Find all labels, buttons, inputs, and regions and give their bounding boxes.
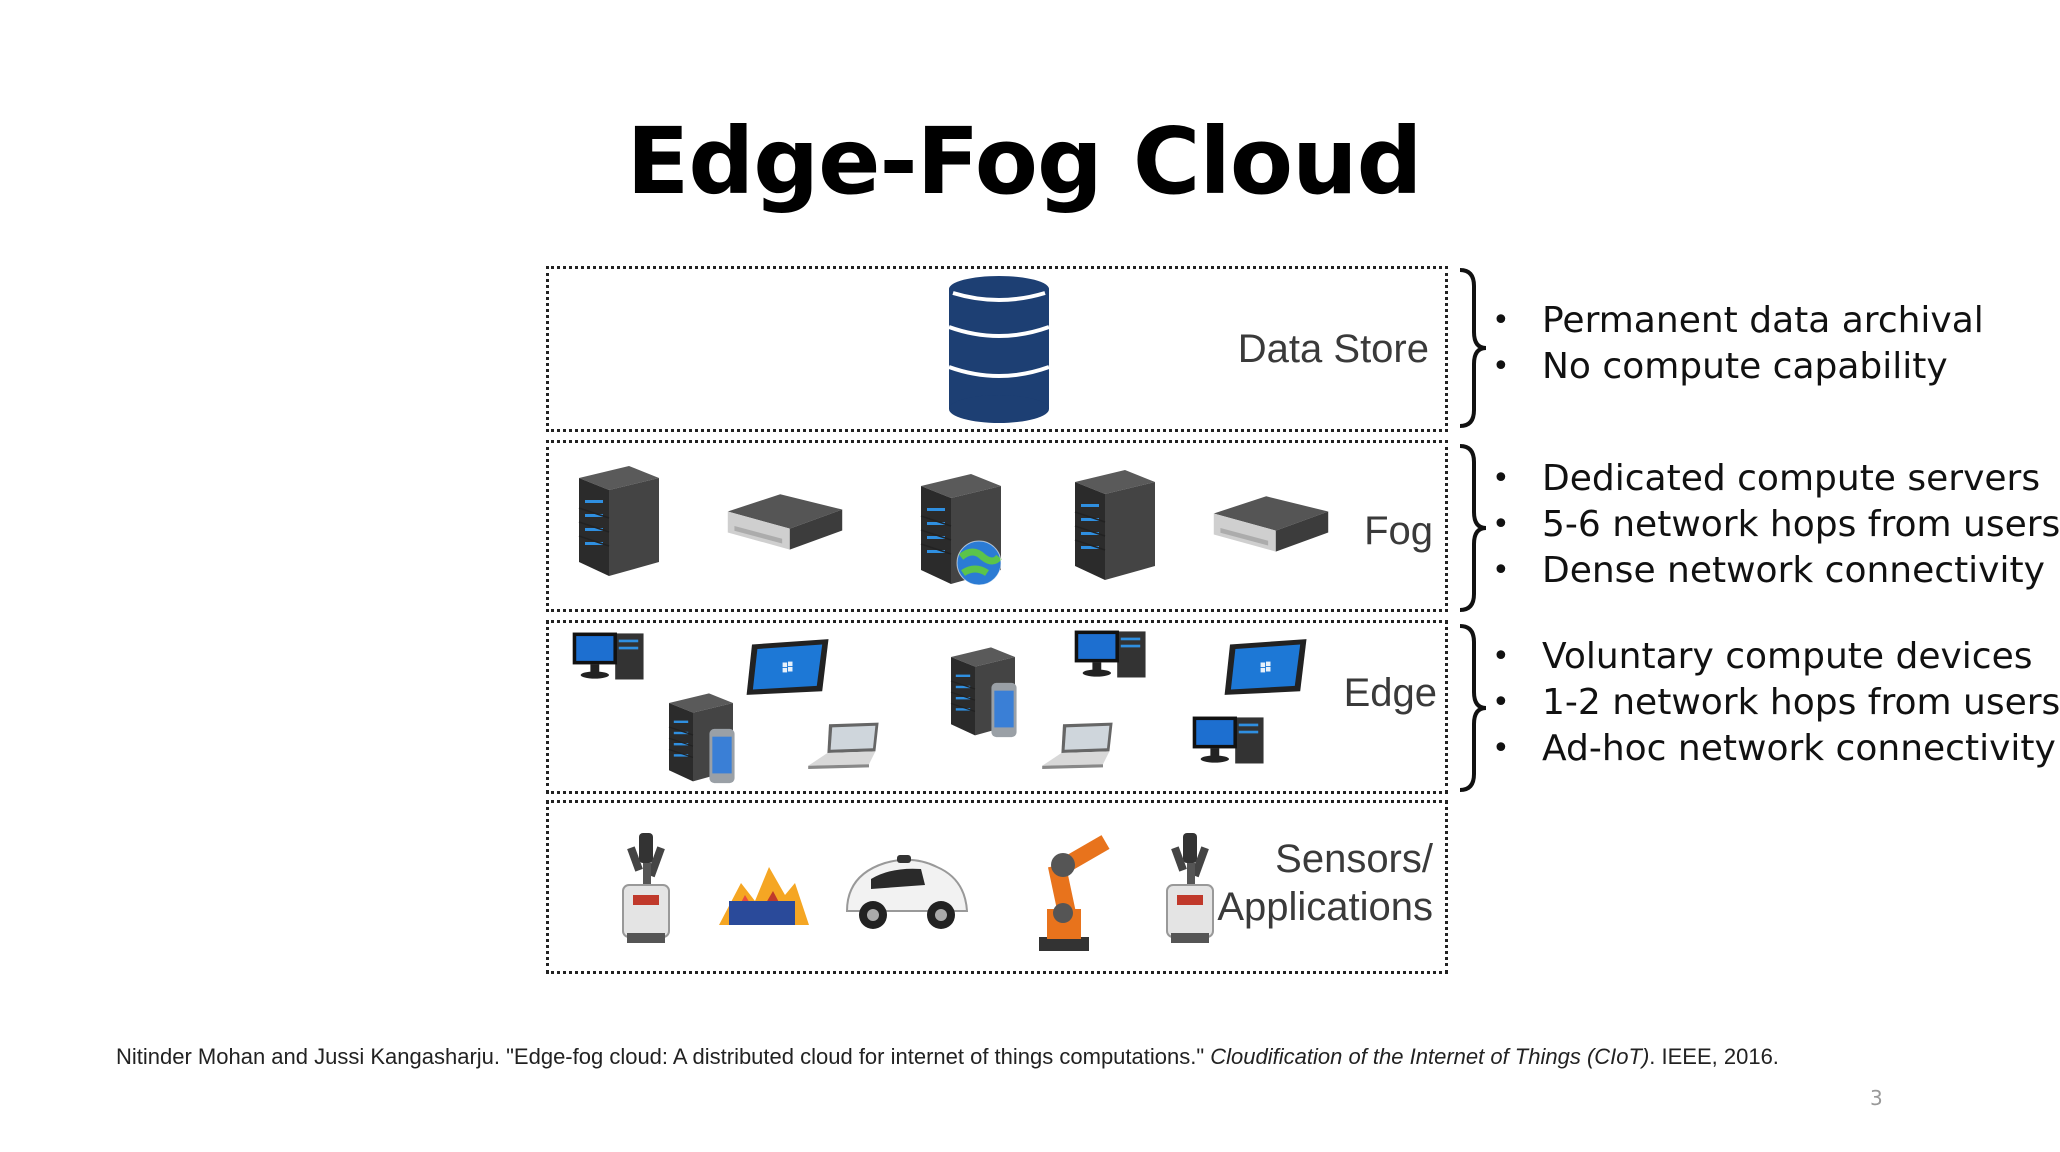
bullet-item: Voluntary compute devices <box>1488 634 2060 680</box>
desktop-pc-icon <box>569 629 649 691</box>
layer-sensors: Sensors/ Applications <box>546 800 1448 974</box>
citation-text: Nitinder Mohan and Jussi Kangasharju. "E… <box>116 1044 1205 1069</box>
desktop-pc-icon <box>1189 713 1269 775</box>
layer-label-sensors: Sensors/ Applications <box>1217 835 1433 931</box>
bullet-item: Permanent data archival <box>1488 298 1984 344</box>
layer-label-edge: Edge <box>1343 671 1437 715</box>
bullet-item: 5-6 network hops from users <box>1488 502 2060 548</box>
web-server-icon <box>911 465 1002 586</box>
citation-venue: Cloudification of the Internet of Things… <box>1210 1044 1650 1069</box>
tablet-icon <box>743 635 833 699</box>
layer-label-sensors-line2: Applications <box>1217 885 1433 929</box>
server-phone-icon <box>943 639 1023 739</box>
bullet-item: 1-2 network hops from users <box>1488 680 2060 726</box>
layer-edge: Edge <box>546 620 1448 794</box>
brace-data-store <box>1459 268 1487 428</box>
citation: Nitinder Mohan and Jussi Kangasharju. "E… <box>116 1044 1779 1070</box>
self-driving-car-icon <box>845 855 969 929</box>
desktop-pc-icon <box>1071 627 1151 689</box>
laptop-icon <box>1039 719 1119 771</box>
brace-fog <box>1459 444 1487 612</box>
tower-server-icon <box>1065 461 1165 583</box>
laptop-icon <box>805 719 885 771</box>
industrial-robot-arm-icon <box>1039 835 1110 951</box>
layer-label-fog: Fog <box>1364 509 1433 553</box>
tablet-icon <box>1221 635 1311 699</box>
citation-tail: . IEEE, 2016. <box>1649 1044 1779 1069</box>
rack-server-icon <box>723 481 847 561</box>
brace-edge <box>1459 624 1487 792</box>
bullet-item: No compute capability <box>1488 344 1984 390</box>
bullets-data-store: Permanent data archival No compute capab… <box>1488 298 1984 390</box>
bullet-item: Dedicated compute servers <box>1488 456 2060 502</box>
server-phone-icon <box>661 685 741 785</box>
slide-title: Edge-Fog Cloud <box>626 108 1423 215</box>
layer-label-data-store: Data Store <box>1237 327 1429 371</box>
layer-fog: Fog <box>546 440 1448 612</box>
bullet-item: Ad-hoc network connectivity <box>1488 726 2060 772</box>
mountain-logo-icon <box>719 867 809 925</box>
page-number: 3 <box>1870 1086 1883 1110</box>
rack-server-icon <box>1209 483 1333 563</box>
database-icon <box>948 276 1050 423</box>
bullet-item: Dense network connectivity <box>1488 548 2060 594</box>
bullets-edge: Voluntary compute devices 1-2 network ho… <box>1488 634 2060 772</box>
bullets-fog: Dedicated compute servers 5-6 network ho… <box>1488 456 2060 594</box>
layer-label-sensors-line1: Sensors/ <box>1275 837 1433 881</box>
telepresence-robot-icon <box>605 829 685 949</box>
layer-data-store: Data Store <box>546 266 1448 432</box>
tower-server-icon <box>569 457 669 579</box>
